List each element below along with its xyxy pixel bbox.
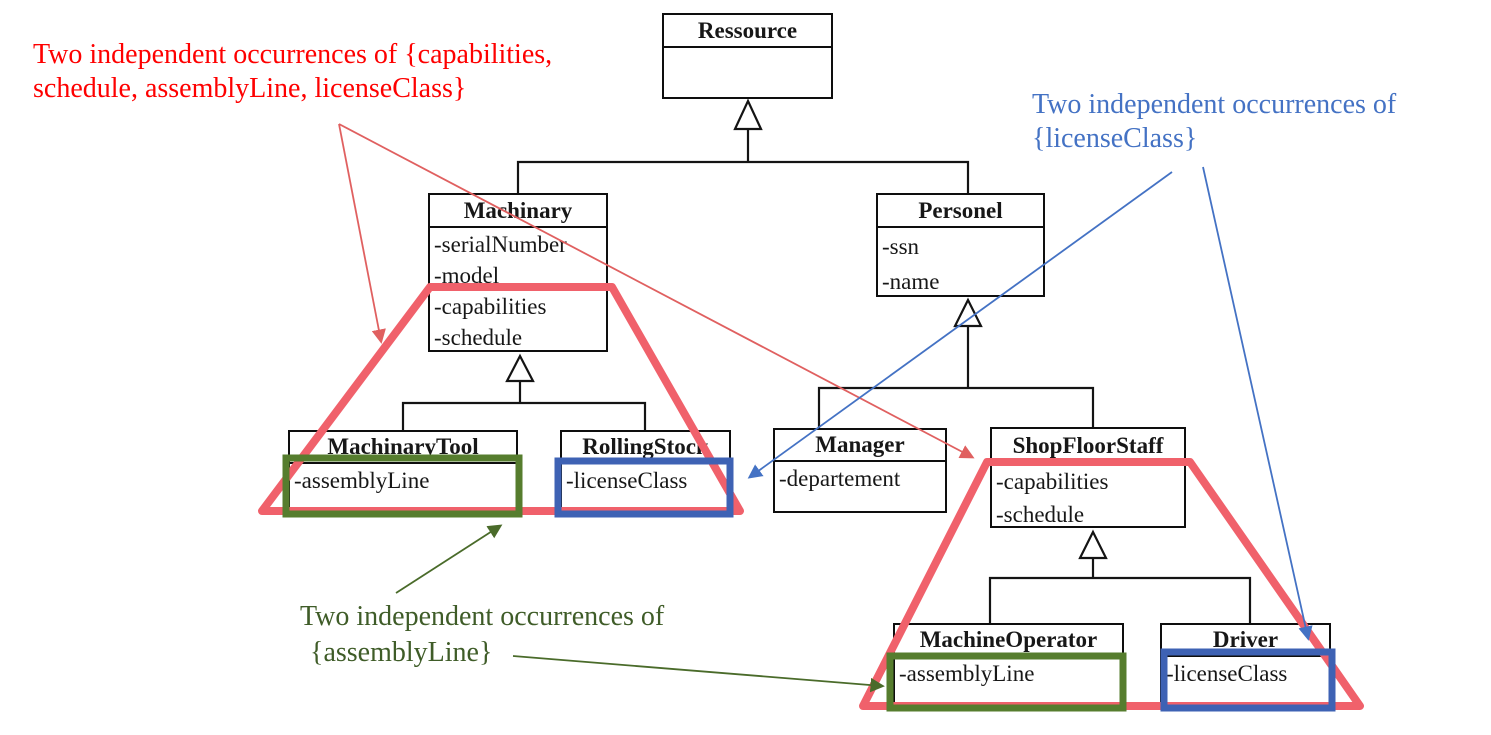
green-annotation-note: Two independent occurrences of {assembly…: [300, 599, 664, 671]
class-attribute: -assemblyLine: [899, 661, 1035, 686]
class-ressource: Ressource: [662, 13, 833, 99]
class-attribute: -model: [434, 263, 500, 288]
class-attribute: -name: [882, 269, 940, 294]
class-title: MachineOperator: [895, 625, 1122, 657]
class-title: Ressource: [664, 15, 831, 48]
blue-note-line2: {licenseClass}: [1032, 123, 1198, 154]
generalization-triangle-icon: [1078, 529, 1108, 560]
class-title: Machinary: [430, 195, 606, 228]
class-shopfloorstaff: ShopFloorStaff -capabilities -schedule: [990, 427, 1186, 528]
green-note-line1: Two independent occurrences of: [300, 601, 665, 632]
class-machinarytool: MachinaryTool -assemblyLine: [288, 430, 518, 514]
blue-note-line1: Two independent occurrences of: [1032, 89, 1397, 120]
connector-ressource-children: [516, 129, 970, 193]
green-note-line2: {assemblyLine}: [310, 637, 493, 668]
class-attributes: -departement: [775, 462, 945, 495]
class-title: Driver: [1162, 625, 1329, 657]
class-attributes: -licenseClass: [1162, 657, 1329, 690]
class-attribute: -licenseClass: [1166, 661, 1288, 686]
class-attribute: -schedule: [434, 325, 523, 350]
class-title: RollingStock: [562, 432, 729, 464]
class-title: Manager: [775, 430, 945, 462]
class-attributes: -assemblyLine: [290, 464, 516, 497]
class-body-empty: [664, 48, 831, 49]
class-attributes: -capabilities -schedule: [992, 464, 1184, 531]
class-rollingstock: RollingStock -licenseClass: [560, 430, 731, 514]
class-machinary: Machinary -serialNumber -model -capabili…: [428, 193, 608, 352]
class-attribute: -serialNumber: [434, 232, 567, 257]
class-driver: Driver -licenseClass: [1160, 623, 1331, 707]
class-title: Personel: [878, 195, 1043, 228]
class-machineoperator: MachineOperator -assemblyLine: [893, 623, 1124, 707]
red-annotation-note: Two independent occurrences of {capabili…: [33, 38, 552, 106]
blue-annotation-note: Two independent occurrences of {licenseC…: [1032, 88, 1396, 156]
class-attributes: -licenseClass: [562, 464, 729, 497]
class-attribute: -capabilities: [434, 294, 547, 319]
class-manager: Manager -departement: [773, 428, 947, 513]
class-attribute: -ssn: [882, 234, 920, 259]
generalization-triangle-icon: [953, 297, 983, 328]
class-attribute: -assemblyLine: [294, 468, 430, 493]
class-attribute: -capabilities: [996, 469, 1109, 494]
generalization-triangle-icon: [505, 353, 535, 383]
connector-shopfloorstaff-children: [988, 558, 1252, 623]
connector-machinary-children: [401, 381, 647, 430]
class-title: ShopFloorStaff: [992, 429, 1184, 464]
generalization-triangle-icon: [733, 98, 763, 131]
connector-personel-children: [817, 326, 1095, 428]
red-note-line2: schedule, assemblyLine, licenseClass}: [33, 73, 467, 104]
class-attribute: -licenseClass: [566, 468, 688, 493]
red-note-line1: Two independent occurrences of {capabili…: [33, 39, 553, 70]
class-attributes: -assemblyLine: [895, 657, 1122, 690]
class-attribute: -schedule: [996, 502, 1085, 527]
class-attribute: -departement: [779, 466, 901, 491]
class-attributes: -serialNumber -model -capabilities -sche…: [430, 228, 606, 353]
class-title: MachinaryTool: [290, 432, 516, 464]
class-attributes: -ssn -name: [878, 228, 1043, 299]
class-personel: Personel -ssn -name: [876, 193, 1045, 297]
